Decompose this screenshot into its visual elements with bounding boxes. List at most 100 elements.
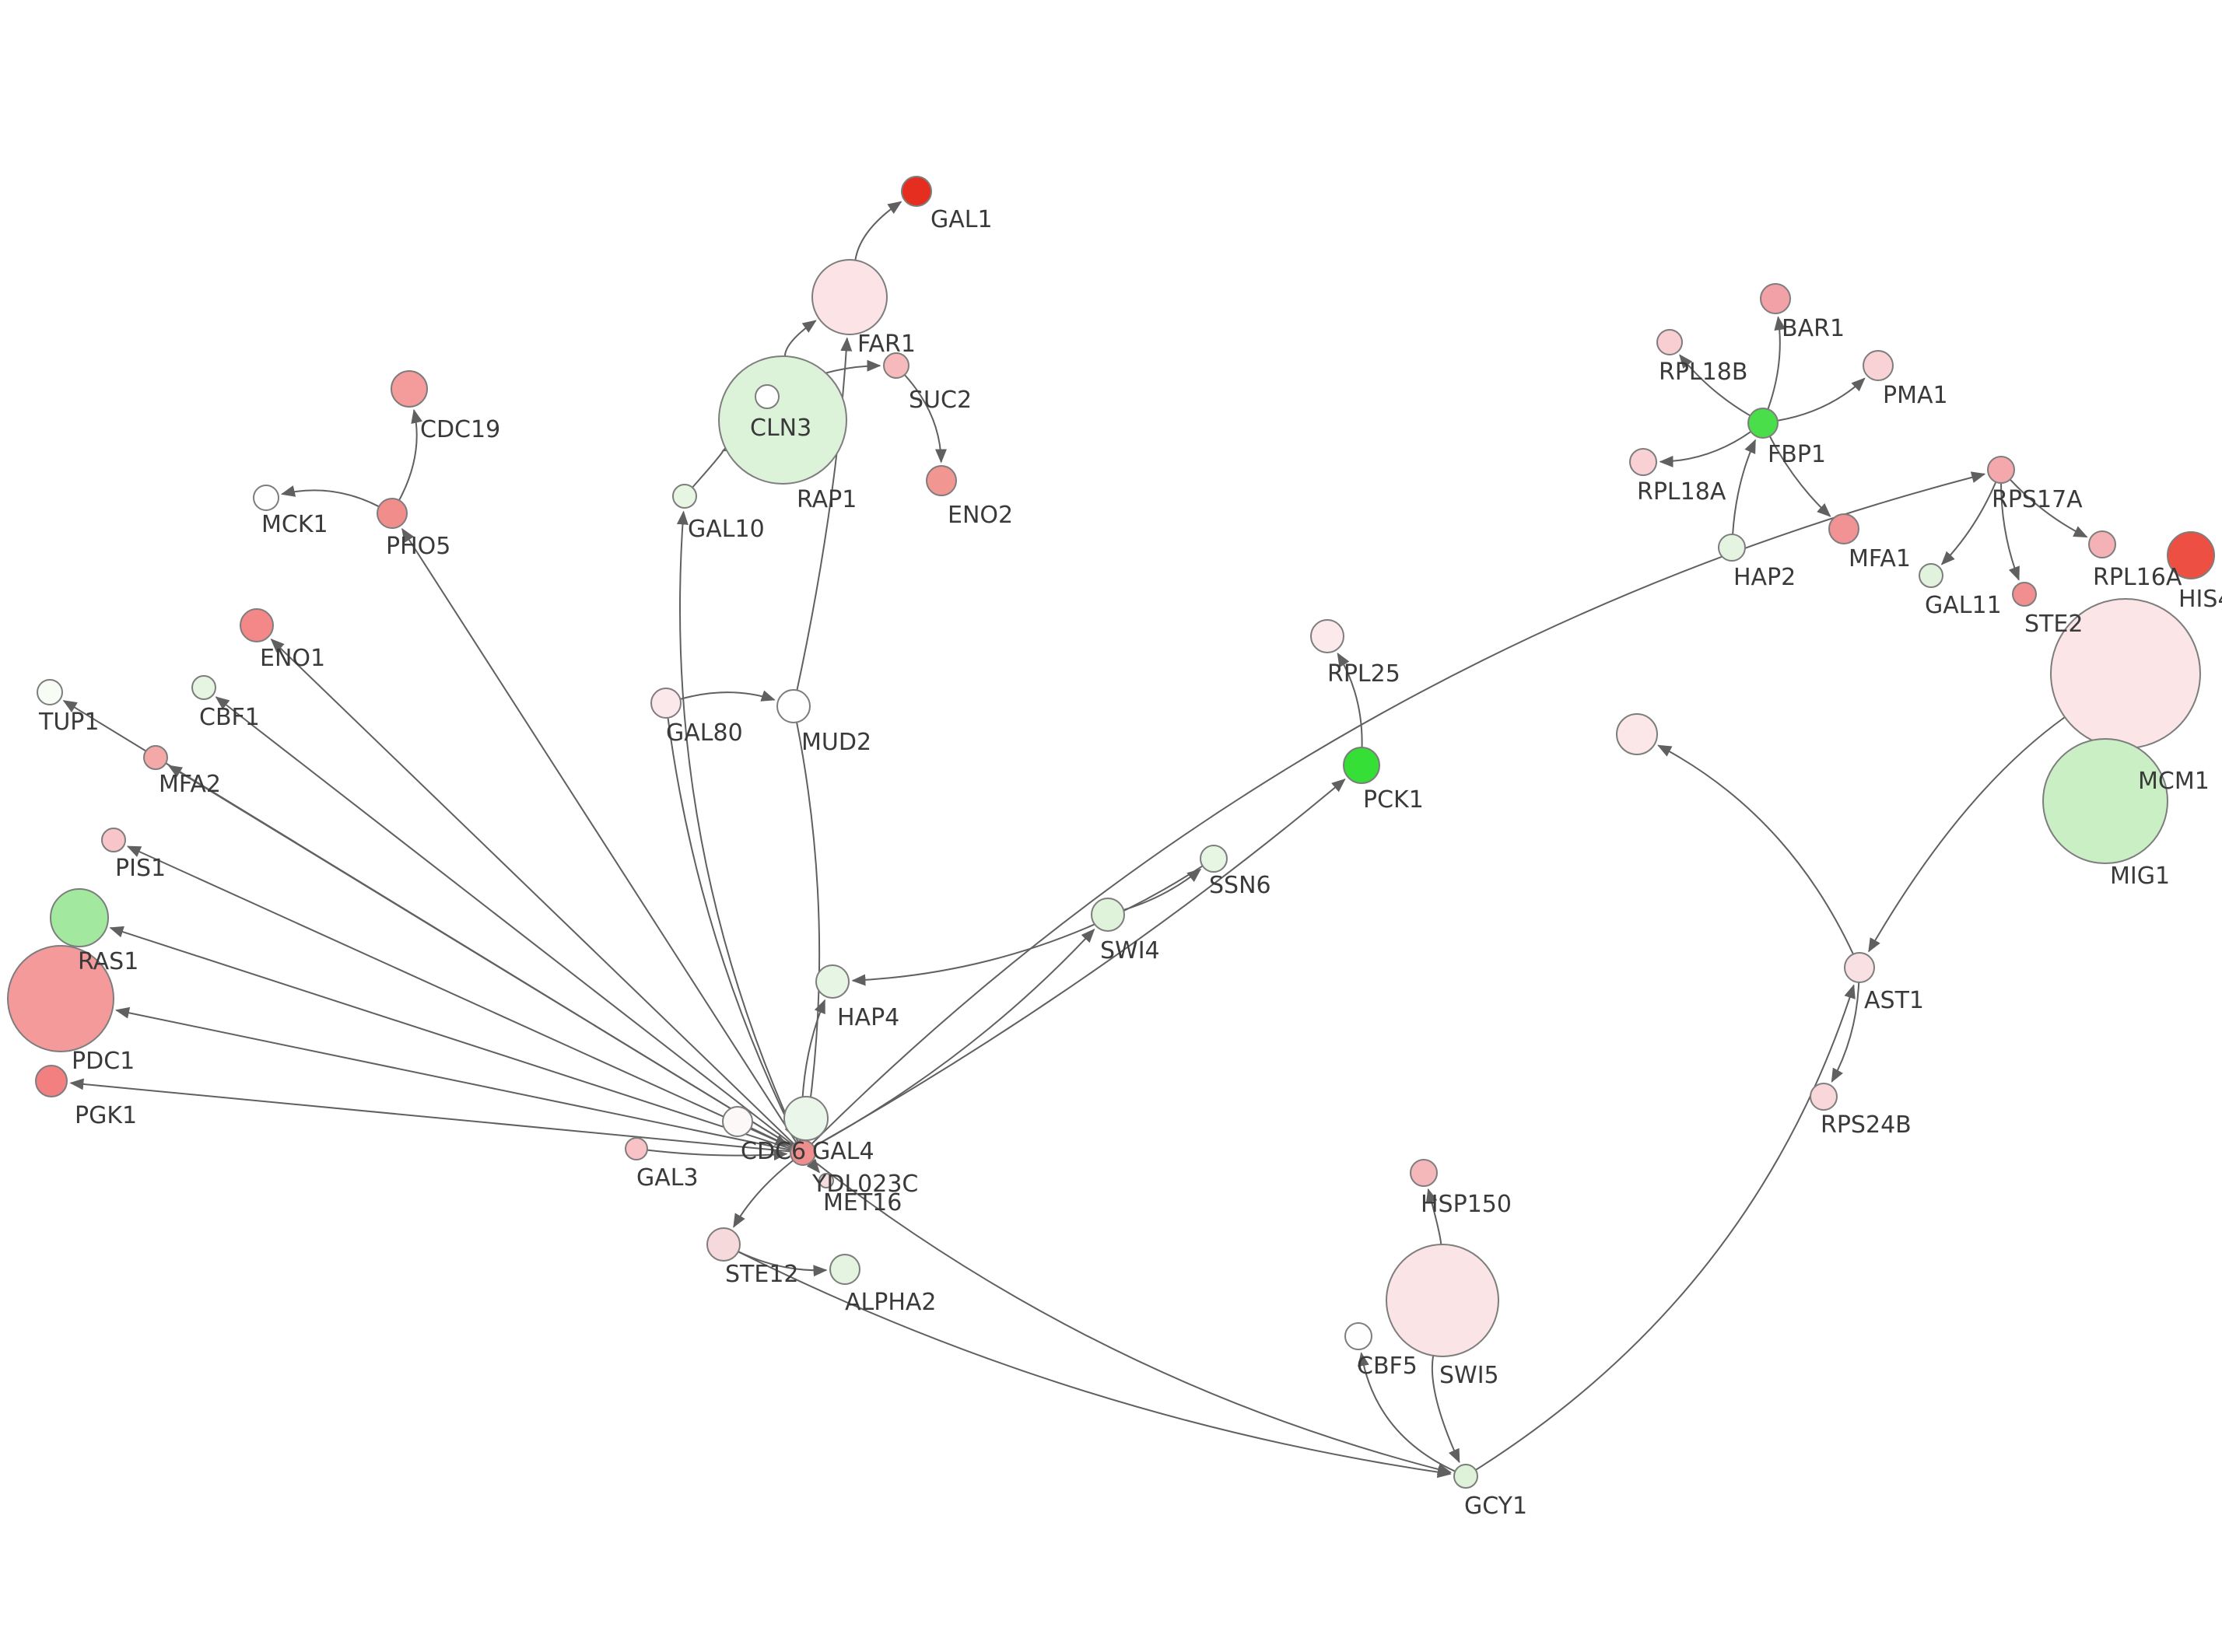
node-PMA1[interactable] (1863, 350, 1894, 381)
node-YDL023C[interactable] (783, 1096, 829, 1141)
edge-GAL4-MFA2[interactable] (167, 765, 793, 1147)
node-GAL3[interactable] (625, 1137, 648, 1160)
node-RPL16A[interactable] (2088, 530, 2116, 558)
edge-GAL4-PIS1[interactable] (126, 845, 792, 1149)
node-HIS4[interactable] (2167, 531, 2215, 579)
node-MIG1[interactable] (2042, 738, 2168, 864)
edge-FBP1-MFA1[interactable] (1768, 436, 1831, 517)
node-FAR1[interactable] (811, 259, 888, 335)
edge-GAL4-RPS17A[interactable] (811, 471, 1986, 1145)
node-FBP1[interactable] (1747, 408, 1779, 439)
node-CDC19[interactable] (391, 370, 428, 408)
node-RPL18A[interactable] (1629, 448, 1657, 476)
edge-GAL4-PHO5[interactable] (401, 527, 797, 1143)
edge-CDC6-GAL4[interactable] (750, 1127, 790, 1146)
node-PHO5[interactable] (377, 498, 408, 529)
node-ENO2[interactable] (926, 465, 957, 496)
node-RPL25[interactable] (1310, 619, 1344, 653)
edge-GCY1-AST1[interactable] (1475, 984, 1856, 1471)
node-label-ENO2: ENO2 (948, 502, 1013, 529)
node-BAR1[interactable] (1760, 283, 1791, 314)
edge-GAL80-MUD2[interactable] (680, 690, 776, 702)
edge-FBP1-PMA1[interactable] (1777, 377, 1866, 422)
node-TUP1[interactable] (37, 679, 63, 705)
node-RPS24B[interactable] (1810, 1083, 1838, 1111)
node-HSP150[interactable] (1410, 1159, 1438, 1187)
edge-GAL4-GCY1[interactable] (812, 1160, 1453, 1475)
edge-SWI5-GCY1[interactable] (1431, 1355, 1460, 1464)
edge-PCK1-RPL25[interactable] (1337, 652, 1363, 748)
node-HAP2[interactable] (1718, 534, 1746, 562)
node-AST1[interactable] (1844, 952, 1875, 983)
edge-SSN6-HAP4[interactable] (851, 865, 1204, 986)
edge-GCY1-CBF5[interactable] (1358, 1352, 1456, 1472)
edge-AST1-RPS24B[interactable] (1831, 982, 1860, 1083)
edge-GAL4-PCK1[interactable] (813, 779, 1346, 1147)
edge-STE12-GCY1[interactable] (738, 1251, 1452, 1479)
edge-FBP1-RPL18B[interactable] (1679, 354, 1751, 417)
node-GAL10[interactable] (672, 484, 697, 509)
node-STE12[interactable] (706, 1227, 741, 1262)
node-RPS17A[interactable] (1987, 456, 2015, 484)
edge-RPS17A-RPL16A[interactable] (2009, 478, 2088, 538)
edge-SWI5-HSP150[interactable] (1425, 1188, 1442, 1245)
edge-GAL4-SWI4[interactable] (813, 928, 1095, 1148)
node-MET16[interactable] (818, 1173, 834, 1188)
edge-PHO5-CDC19[interactable] (398, 408, 422, 501)
edge-AST1-UNK1[interactable] (1657, 744, 1854, 955)
node-PDC1[interactable] (7, 945, 114, 1052)
edge-GAL4-MET16[interactable] (806, 1158, 821, 1174)
node-GAL80[interactable] (650, 688, 682, 719)
node-MUD2[interactable] (776, 689, 811, 723)
node-PGK1[interactable] (35, 1065, 68, 1097)
edge-GAL4-STE12[interactable] (733, 1160, 794, 1228)
node-RAS1[interactable] (50, 888, 109, 947)
node-MFA2[interactable] (143, 745, 168, 770)
node-HAP4[interactable] (815, 964, 850, 999)
edge-CLN3-FAR1[interactable] (783, 320, 817, 357)
edge-RPS17A-GAL11[interactable] (1940, 481, 1997, 565)
edge-SUC2-ENO2[interactable] (903, 374, 947, 464)
edge-GAL80-GAL4[interactable] (667, 717, 797, 1139)
node-GAL4[interactable] (790, 1139, 816, 1166)
node-SSN6[interactable] (1200, 845, 1228, 873)
node-GCY1[interactable] (1453, 1464, 1478, 1489)
node-ALPHA2[interactable] (829, 1254, 860, 1285)
node-RAP1[interactable] (755, 384, 780, 409)
node-ENO1[interactable] (240, 608, 274, 642)
edge-MUD2-GAL4[interactable] (796, 722, 821, 1138)
node-RPL18B[interactable] (1656, 329, 1683, 355)
node-SWI5[interactable] (1386, 1244, 1499, 1357)
node-CBF1[interactable] (191, 675, 216, 700)
edge-MCM1-AST1[interactable] (1868, 716, 2066, 953)
node-GAL11[interactable] (1919, 563, 1943, 588)
edge-GAL4-CBF1[interactable] (215, 696, 794, 1146)
edge-MUD2-FAR1[interactable] (796, 337, 853, 691)
edge-RPS17A-STE2[interactable] (2000, 482, 2020, 581)
edge-HAP2-FBP1[interactable] (1732, 439, 1757, 535)
node-label-SUC2: SUC2 (909, 387, 972, 414)
node-MCK1[interactable] (253, 485, 279, 511)
node-CDC6[interactable] (722, 1106, 753, 1137)
edge-GAL4-ENO1[interactable] (270, 639, 795, 1145)
node-SWI4[interactable] (1091, 898, 1125, 932)
node-STE2[interactable] (2012, 582, 2037, 607)
node-SUC2[interactable] (883, 352, 909, 379)
edge-FBP1-BAR1[interactable] (1767, 316, 1786, 410)
node-PCK1[interactable] (1343, 747, 1380, 784)
node-PIS1[interactable] (101, 828, 126, 852)
node-MFA1[interactable] (1828, 513, 1859, 544)
edge-GAL3-GAL4[interactable] (647, 1149, 788, 1161)
edge-FAR1-GAL1[interactable] (854, 201, 902, 261)
edge-GAL4-RAS1[interactable] (109, 926, 792, 1150)
edge-GAL4-PGK1[interactable] (69, 1078, 791, 1153)
node-GAL1[interactable] (901, 176, 932, 207)
edge-GAL10-CLN3[interactable] (692, 439, 737, 488)
edge-GAL4-PDC1[interactable] (115, 1006, 791, 1151)
node-UNK1[interactable] (1616, 713, 1658, 755)
edge-FBP1-RPL18A[interactable] (1659, 431, 1752, 467)
node-CLN3[interactable] (718, 355, 847, 485)
node-CBF5[interactable] (1344, 1322, 1372, 1350)
edge-GAL4-GAL10[interactable] (676, 510, 799, 1142)
edge-PHO5-MCK1[interactable] (280, 485, 380, 508)
